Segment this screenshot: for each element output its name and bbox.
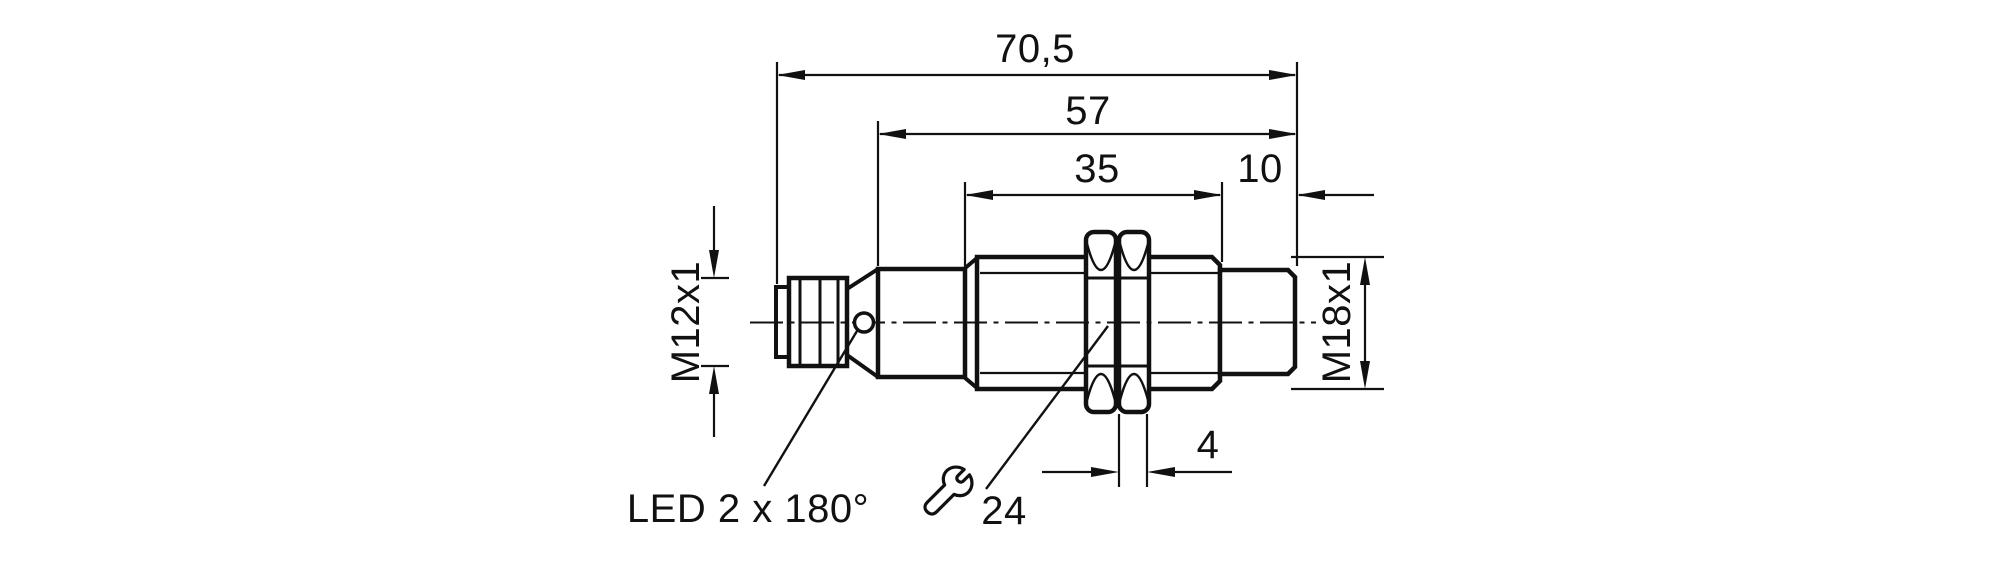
wrench-leader-line — [985, 325, 1109, 490]
led-annotation-label: LED 2 x 180° — [626, 487, 870, 531]
wrench-icon — [923, 465, 974, 516]
led-indicator-circle — [852, 311, 876, 334]
dim-nut-thickness-label: 4 — [1196, 423, 1220, 467]
dim-overall-length-label: 70,5 — [995, 27, 1075, 71]
led-leader-line — [762, 330, 859, 487]
sensor-tip-cap — [1217, 267, 1298, 377]
dimension-lines — [712, 73, 1374, 474]
lock-nut-1 — [1083, 229, 1119, 415]
wrench-size-label: 24 — [981, 489, 1027, 533]
housing-cone — [845, 267, 880, 379]
dim-thread-length-label: 35 — [1074, 147, 1120, 191]
dim-housing-length-label: 57 — [1065, 89, 1111, 133]
housing-thread-label: M18x1 — [1315, 260, 1359, 384]
connector-thread-label: M12x1 — [664, 260, 708, 384]
dimension-arrows — [709, 70, 1370, 477]
extension-lines — [701, 62, 1384, 487]
dim-tip-length-label: 10 — [1237, 147, 1283, 191]
